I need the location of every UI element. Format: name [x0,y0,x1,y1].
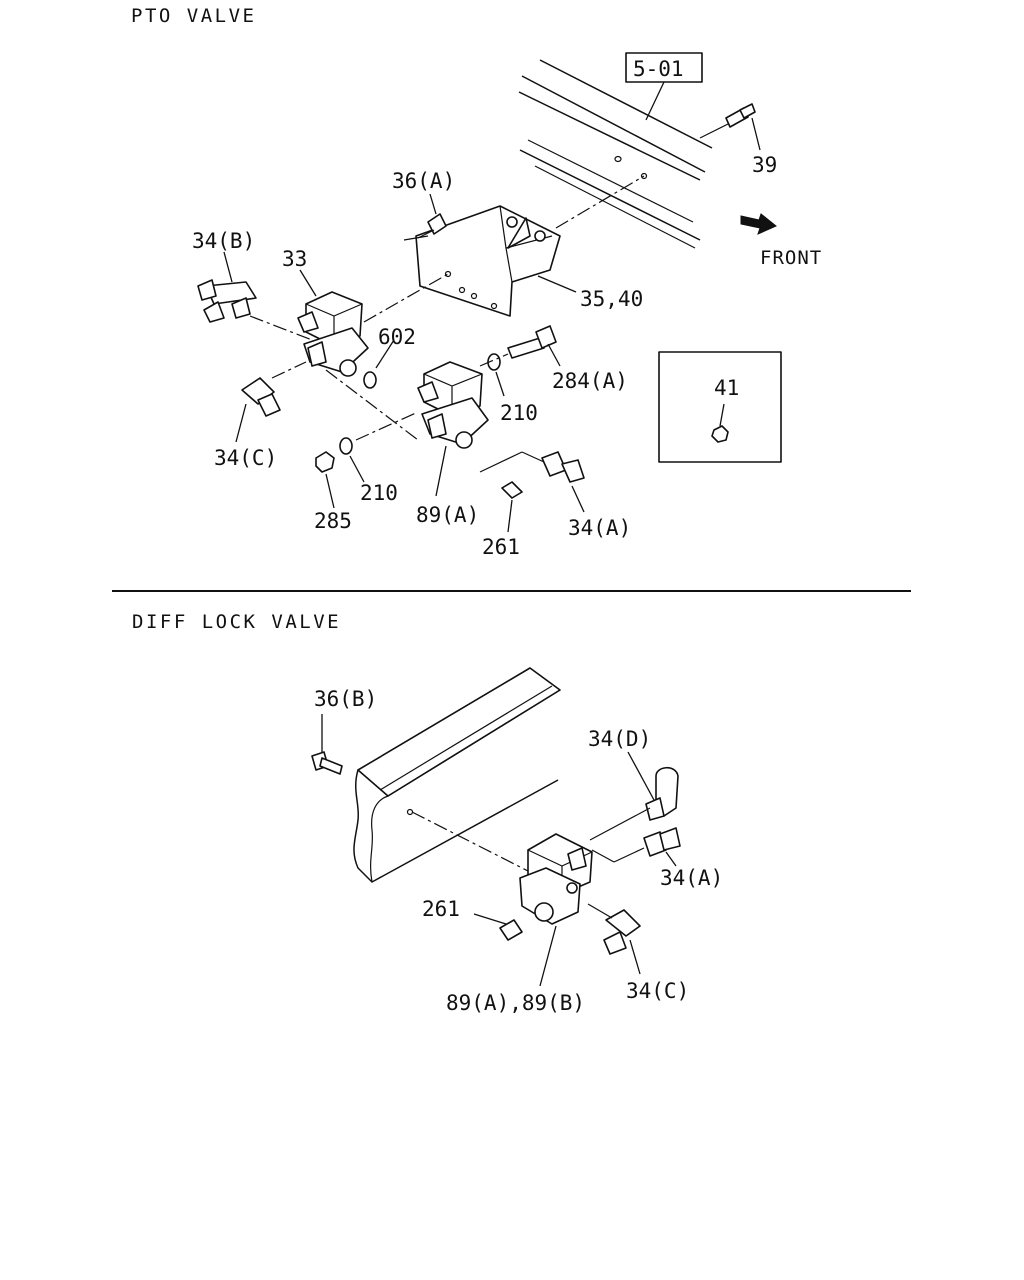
label-39: 39 [752,153,777,177]
label-33: 33 [282,247,307,271]
bolt-284a [507,325,557,359]
valve-89a-89b [519,833,593,925]
label-34a: 34(A) [568,516,631,540]
label-34b: 34(B) [192,229,255,253]
pto-valve-title: PTO VALVE [131,5,257,27]
diff-lock-valve-title: DIFF LOCK VALVE [132,611,342,633]
bolt-39 [699,103,756,139]
front-label: FRONT [760,247,822,269]
label-285: 285 [314,509,352,533]
label-210-lower: 210 [360,481,398,505]
frame-rail [518,59,713,249]
label-34a-diff: 34(A) [660,866,723,890]
label-602: 602 [378,325,416,349]
label-36b: 36(B) [314,687,377,711]
label-89a-89b: 89(A),89(B) [446,991,585,1015]
bracket-35-40 [415,205,561,317]
washer-210-lower [339,437,353,455]
label-261-diff: 261 [422,897,460,921]
label-261: 261 [482,535,520,559]
nut-285 [315,451,335,473]
bolt-36b [311,751,343,775]
ref-box-label: 5-01 [633,57,684,81]
label-36a: 36(A) [392,169,455,193]
label-210-upper: 210 [500,401,538,425]
fitting-34b [197,279,257,323]
inset-box-41: 41 [658,351,782,463]
label-41: 41 [714,376,739,400]
label-34d: 34(D) [588,727,651,751]
reference-box: 5-01 [625,52,703,121]
label-35-40: 35,40 [580,287,643,311]
front-arrow-icon [740,213,777,235]
diff-lock-valve-assembly: 36(B) 89(A),89(B) 34(D) [311,667,723,1015]
label-284a: 284(A) [552,369,628,393]
valve-89a [417,361,489,449]
plug-261 [501,481,523,499]
label-34c: 34(C) [214,446,277,470]
fitting-34c-diff [603,909,641,955]
fitting-34d [645,766,679,821]
o-ring-602 [363,371,377,389]
valve-33 [297,291,369,377]
fitting-34c [241,377,281,417]
frame-channel [353,667,561,883]
fitting-34a-diff [643,827,681,857]
label-89a: 89(A) [416,503,479,527]
label-34c-diff: 34(C) [626,979,689,1003]
plug-261-diff [499,919,523,941]
fitting-34a [541,451,585,483]
pto-valve-assembly: 5-01 39 FRONT [192,52,822,559]
